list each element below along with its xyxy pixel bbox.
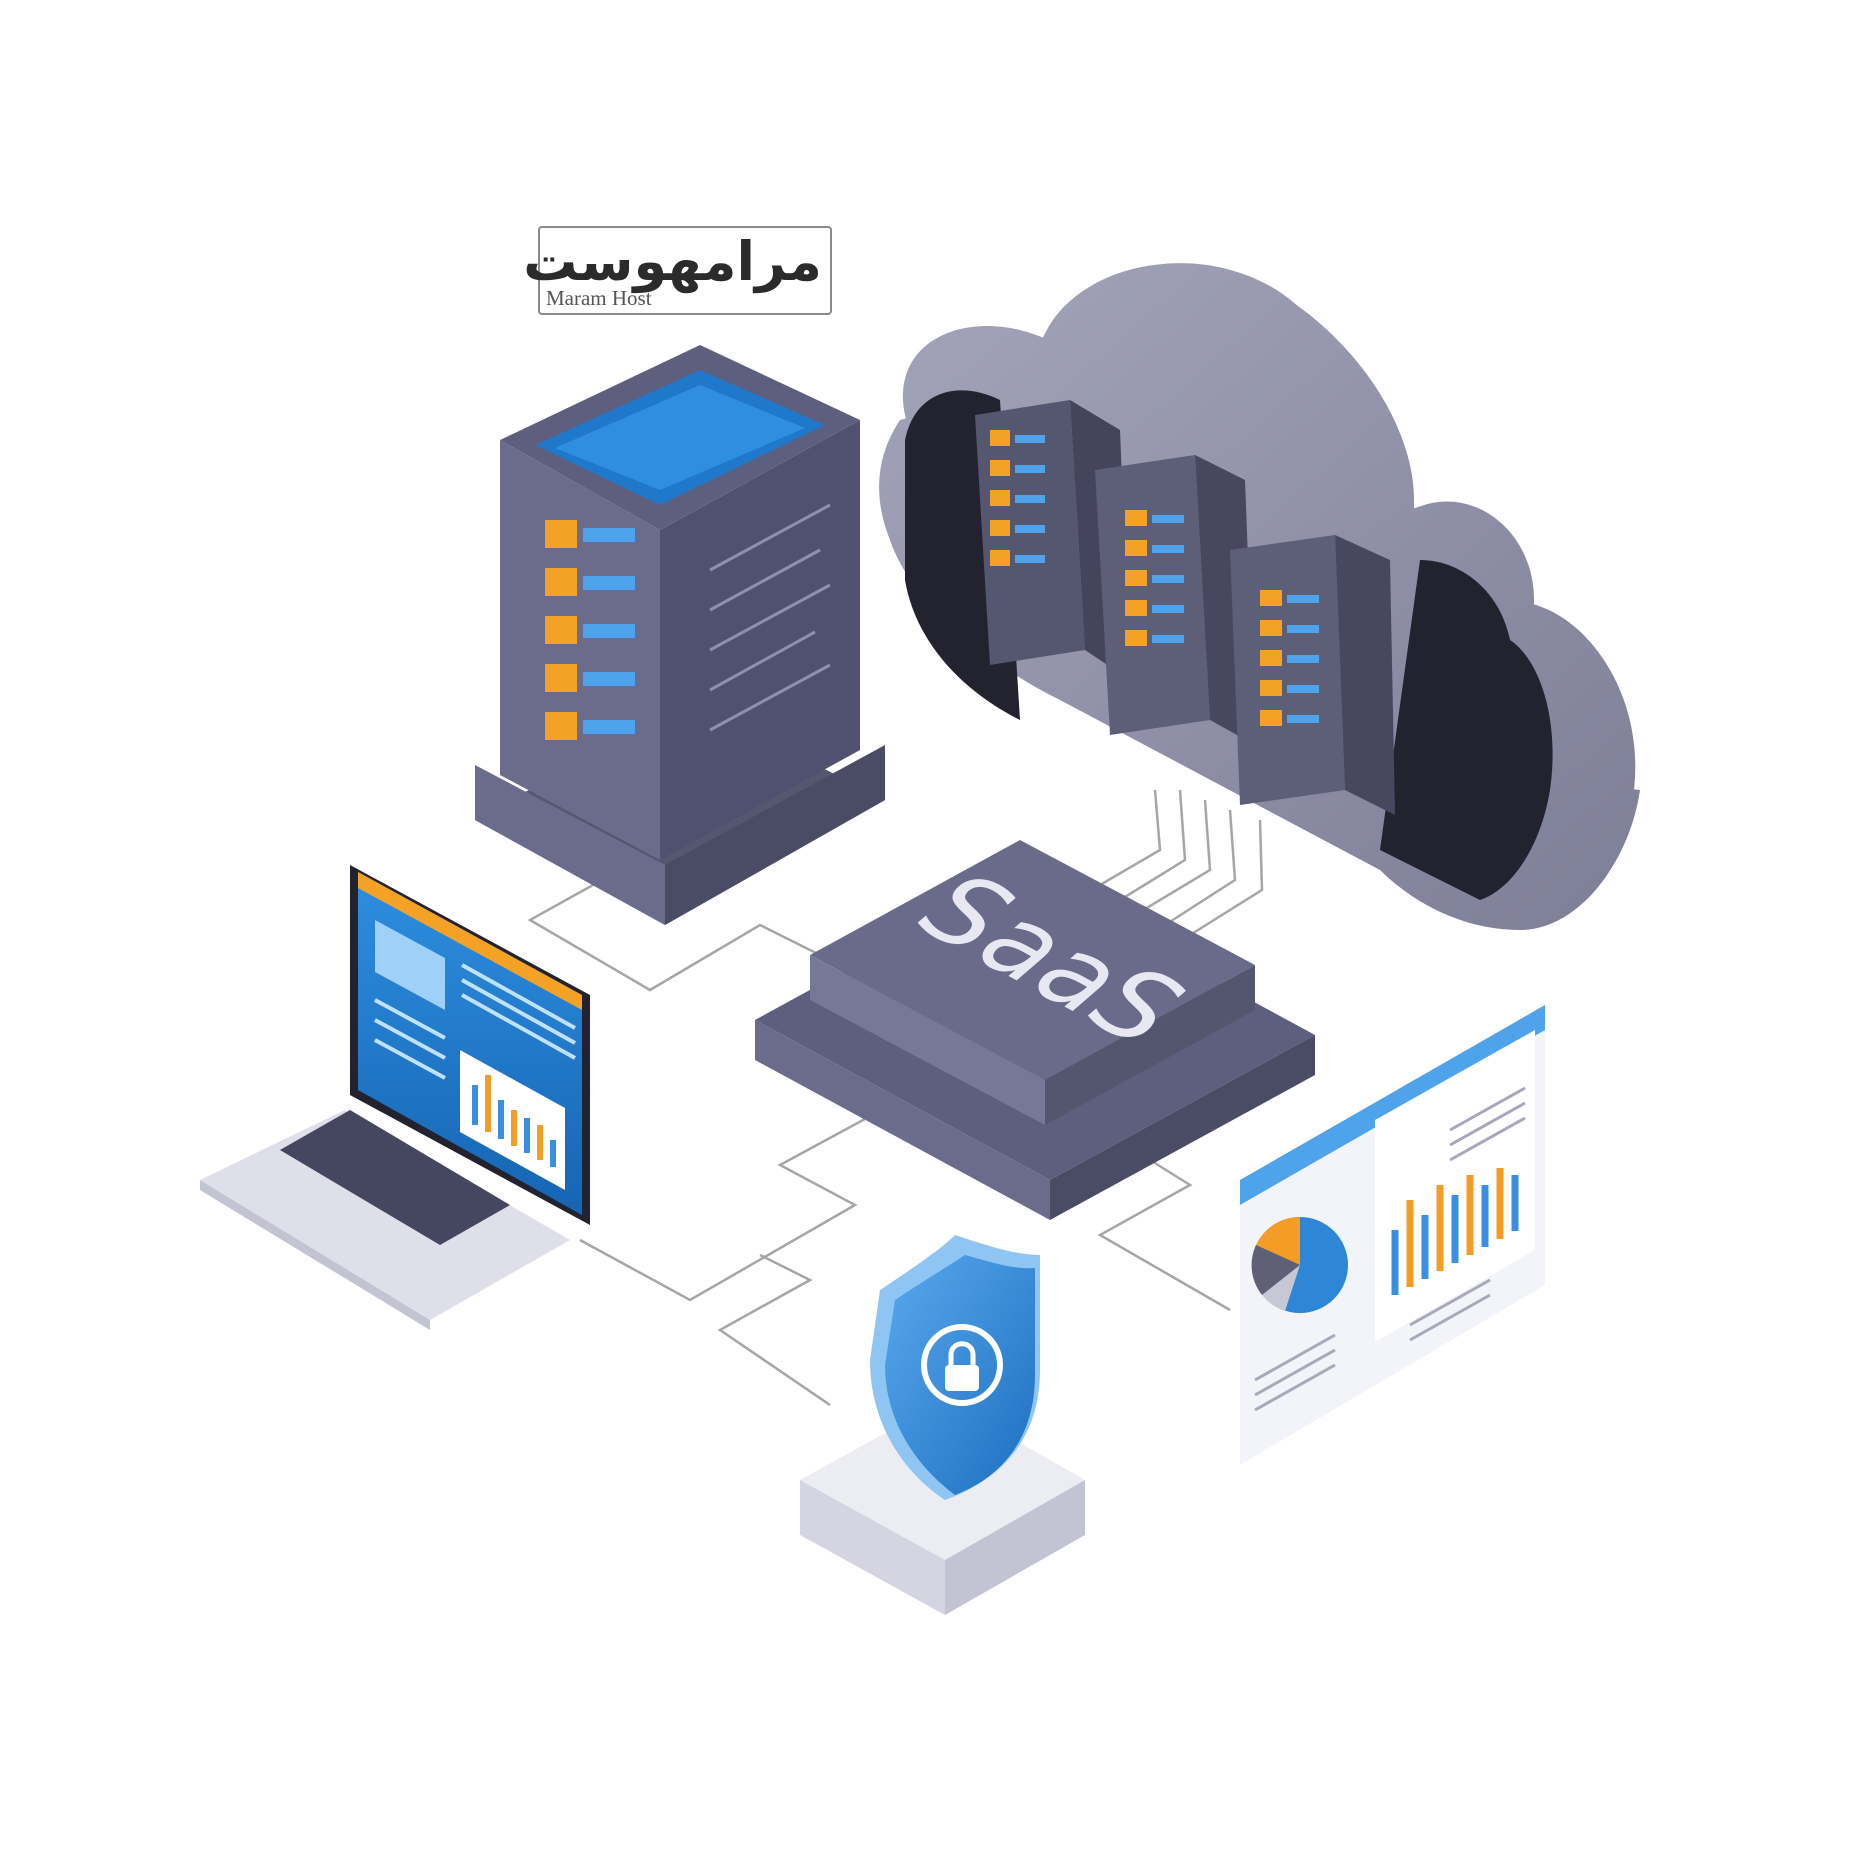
server-drive-bays bbox=[545, 520, 635, 740]
connection-lines bbox=[527, 789, 1264, 1407]
logo-latin-text: Maram Host bbox=[546, 286, 652, 310]
logo-arabic-text: مرامهوست bbox=[523, 230, 822, 293]
cloud-rack-panels bbox=[990, 430, 1282, 726]
shield-lock-icon bbox=[800, 1235, 1085, 1615]
server-rack-icon bbox=[475, 345, 885, 925]
lock-icon bbox=[945, 1365, 979, 1391]
cloud-datacenter-icon bbox=[879, 251, 1648, 930]
brand-logo: مرامهوست Maram Host bbox=[523, 226, 832, 315]
analytics-bars bbox=[1391, 1168, 1519, 1295]
cloud-rack-3 bbox=[1230, 535, 1395, 815]
laptop-mini-bars bbox=[472, 1075, 556, 1167]
saas-block: SaaS bbox=[755, 840, 1315, 1220]
pie-chart bbox=[1251, 1216, 1348, 1313]
laptop-dashboard-icon bbox=[200, 865, 590, 1330]
analytics-report-icon bbox=[1240, 1005, 1545, 1465]
keyboard bbox=[280, 1110, 510, 1245]
cloud-rack-2 bbox=[1095, 455, 1255, 745]
